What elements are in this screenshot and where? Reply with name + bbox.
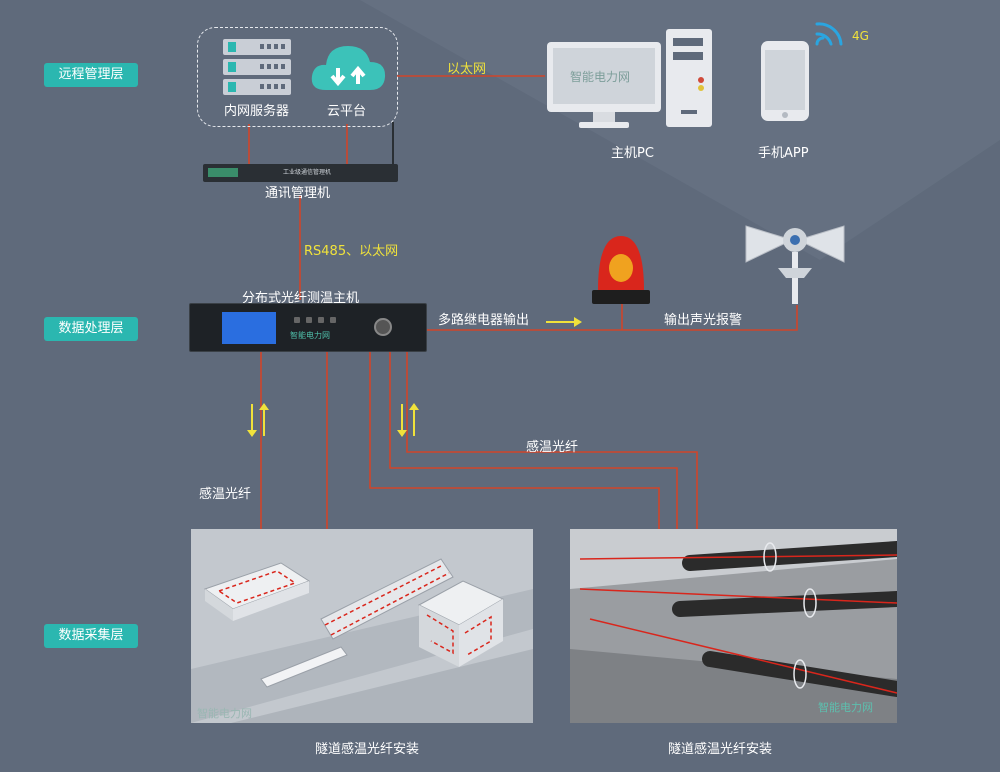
cloud-platform-label: 云平台 [327, 104, 367, 119]
cloud-icon [311, 46, 386, 90]
host-fiber-port [374, 318, 392, 336]
phone-icon [761, 41, 809, 121]
comm-manager-panel-text: 工业级通信管理机 [283, 169, 332, 176]
fiber-label-right: 感温光纤 [526, 440, 579, 455]
bidirectional-arrow-icon [247, 403, 269, 437]
caption-right: 隧道感温光纤安装 [668, 742, 773, 757]
wifi-signal-icon [815, 22, 843, 46]
right-image-watermark: 智能电力网 [818, 701, 873, 714]
host-button [306, 317, 312, 323]
host-button [318, 317, 324, 323]
comm-manager-label: 通讯管理机 [265, 186, 331, 201]
data-processing-layer-badge: 数据处理层 [44, 317, 138, 341]
left-image-watermark: 智能电力网 [197, 707, 252, 720]
remote-dashed-group [197, 27, 398, 127]
alarm-beacon-icon [592, 236, 650, 304]
data-collection-layer-badge: 数据采集层 [44, 624, 138, 648]
host-display-screen [222, 312, 276, 344]
intranet-server-label: 内网服务器 [224, 104, 290, 119]
tunnel-photo-illustration [570, 529, 897, 723]
caption-left: 隧道感温光纤安装 [315, 742, 420, 757]
host-button [294, 317, 300, 323]
antenna-icon [392, 122, 394, 166]
host-brand-text: 智能电力网 [290, 331, 330, 340]
arrow-right-icon [546, 317, 582, 327]
alarm-output-label: 输出声光报警 [664, 313, 743, 328]
tunnel-photo-image: 智能电力网 [570, 529, 897, 723]
host-title: 分布式光纤测温主机 [242, 291, 360, 306]
tunnel-model-image: 智能电力网 [191, 529, 533, 723]
bidirectional-arrow-icon [397, 403, 419, 437]
fiber-temperature-host-device: 智能电力网 [189, 303, 427, 352]
pc-tower-icon [666, 29, 712, 127]
relay-output-label: 多路继电器输出 [438, 313, 530, 328]
rs485-ethernet-label: RS485、以太网 [304, 244, 399, 259]
fiber-label-left: 感温光纤 [199, 487, 252, 502]
host-pc-label: 主机PC [611, 146, 654, 161]
mobile-app-label: 手机APP [758, 146, 809, 161]
comm-manager-led-strip [208, 168, 238, 177]
comm-manager-device: 工业级通信管理机 [203, 164, 398, 182]
siren-horn-icon [745, 225, 845, 304]
signal-4g-label: 4G [852, 29, 869, 43]
ethernet-label: 以太网 [447, 62, 487, 77]
monitor-watermark: 智能电力网 [570, 70, 631, 84]
remote-management-layer-badge: 远程管理层 [44, 63, 138, 87]
server-icon [223, 39, 291, 95]
monitor-icon [547, 42, 661, 128]
host-button [330, 317, 336, 323]
tunnel-model-illustration [191, 529, 533, 723]
